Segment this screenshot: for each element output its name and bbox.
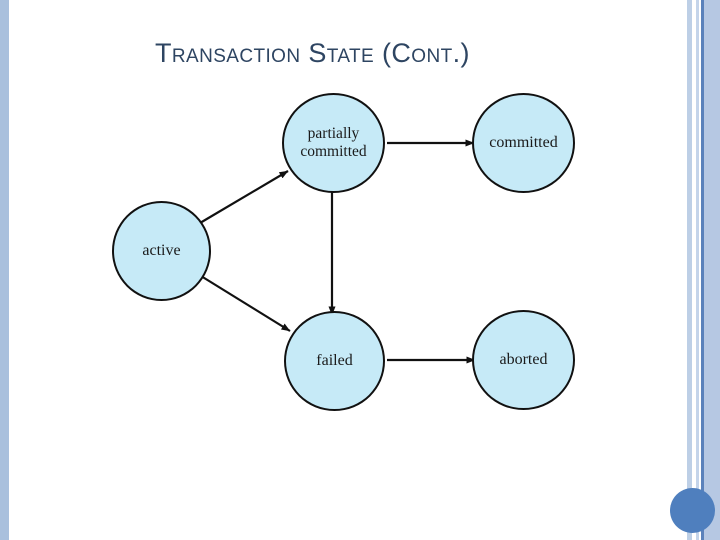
state-label-active: active	[142, 241, 181, 259]
edge-active-to-failed	[200, 275, 291, 332]
state-label-aborted: aborted	[499, 350, 548, 368]
state-node-aborted[interactable]: aborted	[472, 310, 575, 410]
state-label-line-1: partially	[307, 125, 360, 143]
page-title: Transaction State (Cont.)	[155, 38, 470, 68]
state-label-line-2: committed	[300, 143, 367, 160]
edge-active-to-partially-committed	[199, 170, 289, 224]
left-edge-stripe	[0, 0, 9, 540]
state-node-committed[interactable]: committed	[472, 93, 575, 193]
state-label-failed: failed	[316, 351, 353, 369]
right-edge-stripe-1	[687, 0, 692, 540]
right-edge-stripe-2	[696, 0, 699, 540]
state-label-committed: committed	[489, 133, 558, 151]
right-edge-stripe-3	[701, 0, 704, 540]
state-label-partially-committed: partially committed	[300, 125, 366, 161]
corner-dot-ornament	[670, 488, 715, 533]
state-node-partially-committed[interactable]: partially committed	[282, 93, 385, 193]
state-node-failed[interactable]: failed	[284, 311, 385, 411]
right-edge-stripe-4	[704, 0, 720, 540]
state-node-active[interactable]: active	[112, 201, 211, 301]
